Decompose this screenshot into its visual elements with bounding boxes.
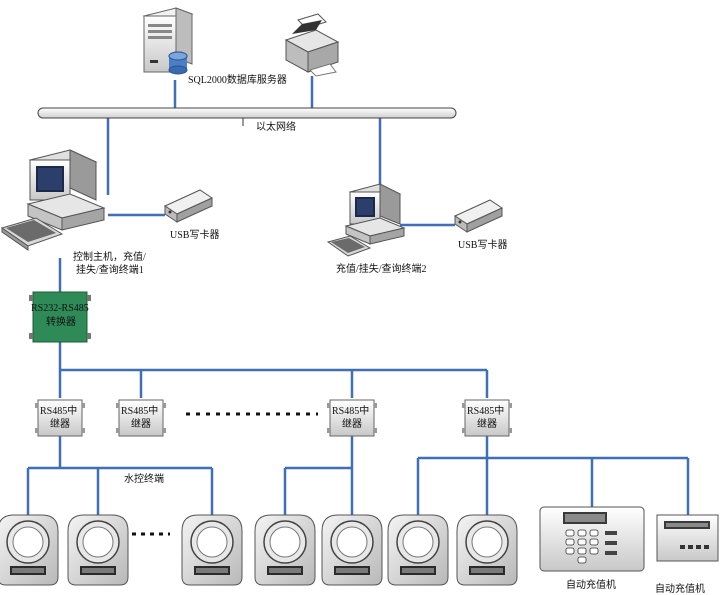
converter-label-line1: RS232-RS485 (31, 303, 89, 314)
repeater-label-line1: RS485中 (467, 404, 504, 417)
network-wires (26, 76, 690, 515)
auto-recharge-2-label: 自动充值机 (655, 582, 705, 595)
repeater-icon: RS485中 继器 (34, 399, 86, 437)
card-reader-icon (453, 199, 504, 233)
auto-recharge-1-label: 自动充值机 (566, 578, 616, 591)
converter-icon: RS232-RS485 转换器 (29, 291, 91, 343)
host-label-line1: 控制主机，充值/ (73, 250, 146, 263)
water-meter-icon (387, 514, 449, 586)
recharge-machine-icon (539, 506, 645, 572)
server-icon (142, 7, 194, 75)
repeater-label-line1: RS485中 (332, 404, 369, 417)
water-meter-icon (321, 514, 383, 586)
repeater-icon: RS485中 继器 (115, 399, 167, 437)
repeater-icon: RS485中 继器 (326, 399, 378, 437)
computer-icon (326, 183, 406, 257)
water-meter-icon (0, 514, 59, 586)
usb-writer-2-label: USB写卡器 (458, 238, 507, 251)
terminal2-label: 充值/挂失/查询终端2 (336, 262, 427, 275)
repeater-label-line1: RS485中 (40, 404, 77, 417)
water-meter-icon (254, 514, 316, 586)
recharge-machine-icon (656, 514, 719, 562)
repeater-icon: RS485中 继器 (461, 399, 513, 437)
water-terminal-label: 水控终端 (124, 472, 164, 485)
db-server-label: SQL2000数据库服务器 (188, 73, 287, 86)
repeater-label-line2: 继器 (131, 417, 151, 430)
printer-icon (284, 13, 340, 77)
repeater-label-line1: RS485中 (121, 404, 158, 417)
computer-icon (0, 149, 106, 251)
water-meter-icon (67, 514, 129, 586)
ethernet-label: 以太网络 (256, 120, 296, 133)
repeater-label-line2: 继器 (342, 417, 362, 430)
water-meter-icon (181, 514, 243, 586)
ethernet-bus (37, 107, 457, 126)
card-reader-icon (163, 189, 214, 223)
host-label-line2: 挂失/查询终端1 (76, 263, 144, 276)
converter-label-line2: 转换器 (46, 315, 76, 328)
usb-writer-1-label: USB写卡器 (170, 228, 219, 241)
repeater-label-line2: 继器 (50, 417, 70, 430)
water-meter-icon (456, 514, 518, 586)
repeater-label-line2: 继器 (477, 417, 497, 430)
